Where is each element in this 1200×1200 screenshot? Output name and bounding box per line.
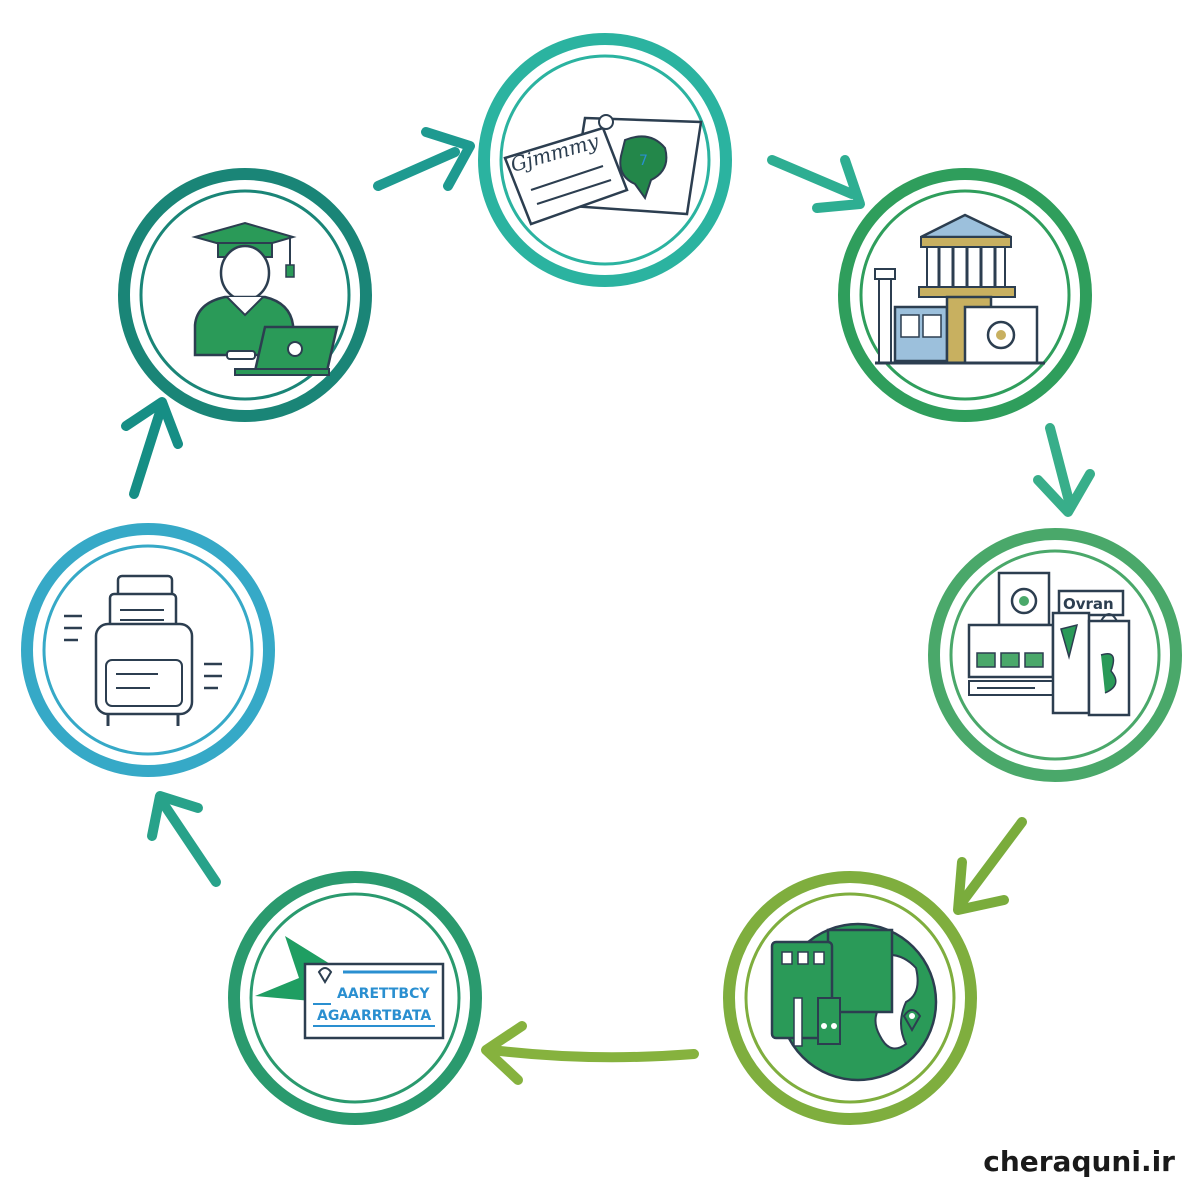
arrow-travel-to-boarding	[481, 1021, 699, 1085]
step-certificate: Gjmmmy 7	[475, 30, 735, 290]
site-watermark: cheraquni.ir	[983, 1145, 1175, 1178]
step-travel	[720, 868, 980, 1128]
boarding-pass-plane-icon: AARETTBCY AGAARRTBATA	[228, 871, 482, 1125]
step-university	[835, 165, 1095, 425]
documents-bag-icon: Ovran	[928, 528, 1182, 782]
arrow-boarding-to-application	[147, 791, 221, 887]
graduate-laptop-icon	[118, 168, 372, 422]
globe-luggage-icon	[723, 871, 977, 1125]
arrow-university-to-documents	[1033, 423, 1095, 517]
step-boarding-pass: AARETTBCY AGAARRTBATA	[225, 868, 485, 1128]
arrow-graduate-to-certificate	[373, 127, 475, 191]
boarding-pass-line-2: AGAARRTBATA	[317, 1008, 431, 1024]
step-application	[18, 520, 278, 780]
boarding-pass-line-1: AARETTBCY	[337, 986, 430, 1002]
step-documents: Ovran	[925, 525, 1185, 785]
printer-application-icon	[21, 523, 275, 777]
certificate-map-pin-icon: Gjmmmy 7	[478, 33, 732, 287]
documents-sign-text: Ovran	[1063, 595, 1114, 613]
svg-text:7: 7	[639, 153, 648, 169]
step-graduate	[115, 165, 375, 425]
university-building-icon	[838, 168, 1092, 422]
